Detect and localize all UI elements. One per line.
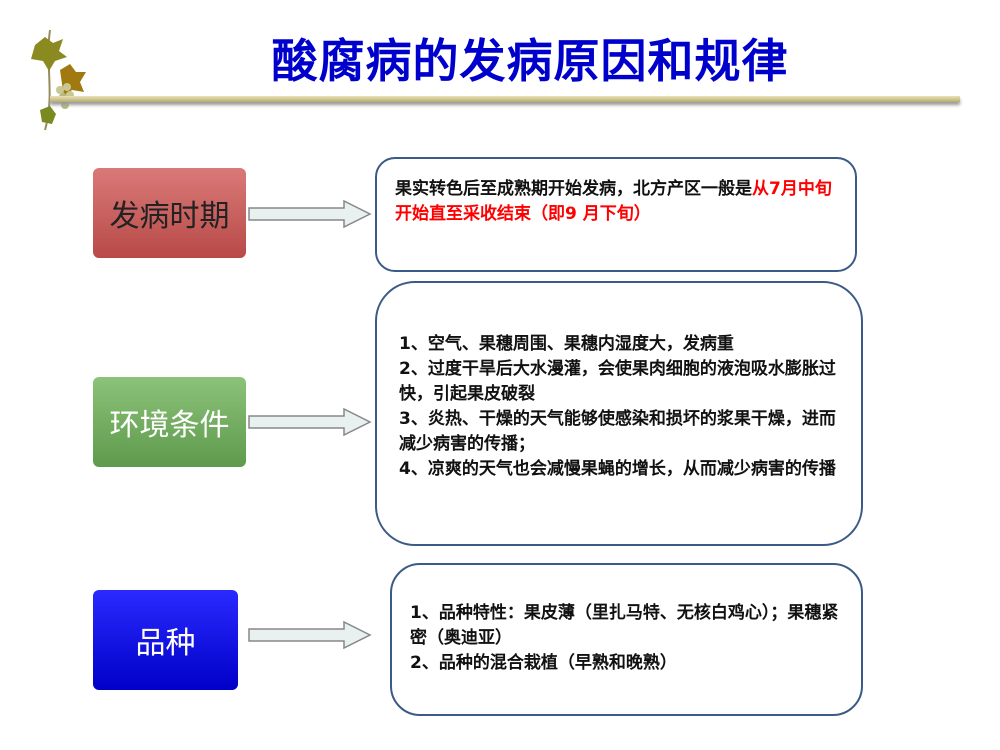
list-item: 2、品种的混合栽植（早熟和晚熟） xyxy=(410,653,677,673)
list-item: 1、空气、果穗周围、果穗内湿度大，发病重 xyxy=(399,334,734,354)
label-environment: 环境条件 xyxy=(93,377,246,467)
arrow-right-icon xyxy=(248,408,372,436)
onset-period-box: 果实转色后至成熟期开始发病，北方产区一般是从7月中旬开始直至采收结束（即9 月下… xyxy=(375,157,857,272)
title-divider xyxy=(50,96,960,102)
list-item: 3、炎热、干燥的天气能够使感染和损坏的浆果干燥，进而减少病害的传播； xyxy=(399,409,836,454)
variety-box: 1、品种特性：果皮薄（里扎马特、无核白鸡心）；果穗紧密（奥迪亚） 2、品种的混合… xyxy=(390,563,863,716)
list-item: 1、品种特性：果皮薄（里扎马特、无核白鸡心）；果穗紧密（奥迪亚） xyxy=(410,603,839,648)
list-item: 2、过度干旱后大水漫灌，会使果肉细胞的液泡吸水膨胀过快，引起果皮破裂 xyxy=(399,359,836,404)
onset-text: 果实转色后至成熟期开始发病，北方产区一般是 xyxy=(395,179,752,199)
label-onset-period: 发病时期 xyxy=(93,168,246,258)
arrow-right-icon xyxy=(248,200,372,228)
environment-box: 1、空气、果穗周围、果穗内湿度大，发病重 2、过度干旱后大水漫灌，会使果肉细胞的… xyxy=(375,281,863,546)
grape-vine-decoration-icon xyxy=(31,29,86,131)
onset-highlight-text: 从7月中旬开始直至采收结束（即9 月下旬） xyxy=(395,179,832,224)
arrow-right-icon xyxy=(248,621,372,649)
label-variety: 品种 xyxy=(93,590,238,690)
page-title: 酸腐病的发病原因和规律 xyxy=(271,34,789,88)
list-item: 4、凉爽的天气也会减慢果蝇的增长，从而减少病害的传播 xyxy=(399,459,836,479)
